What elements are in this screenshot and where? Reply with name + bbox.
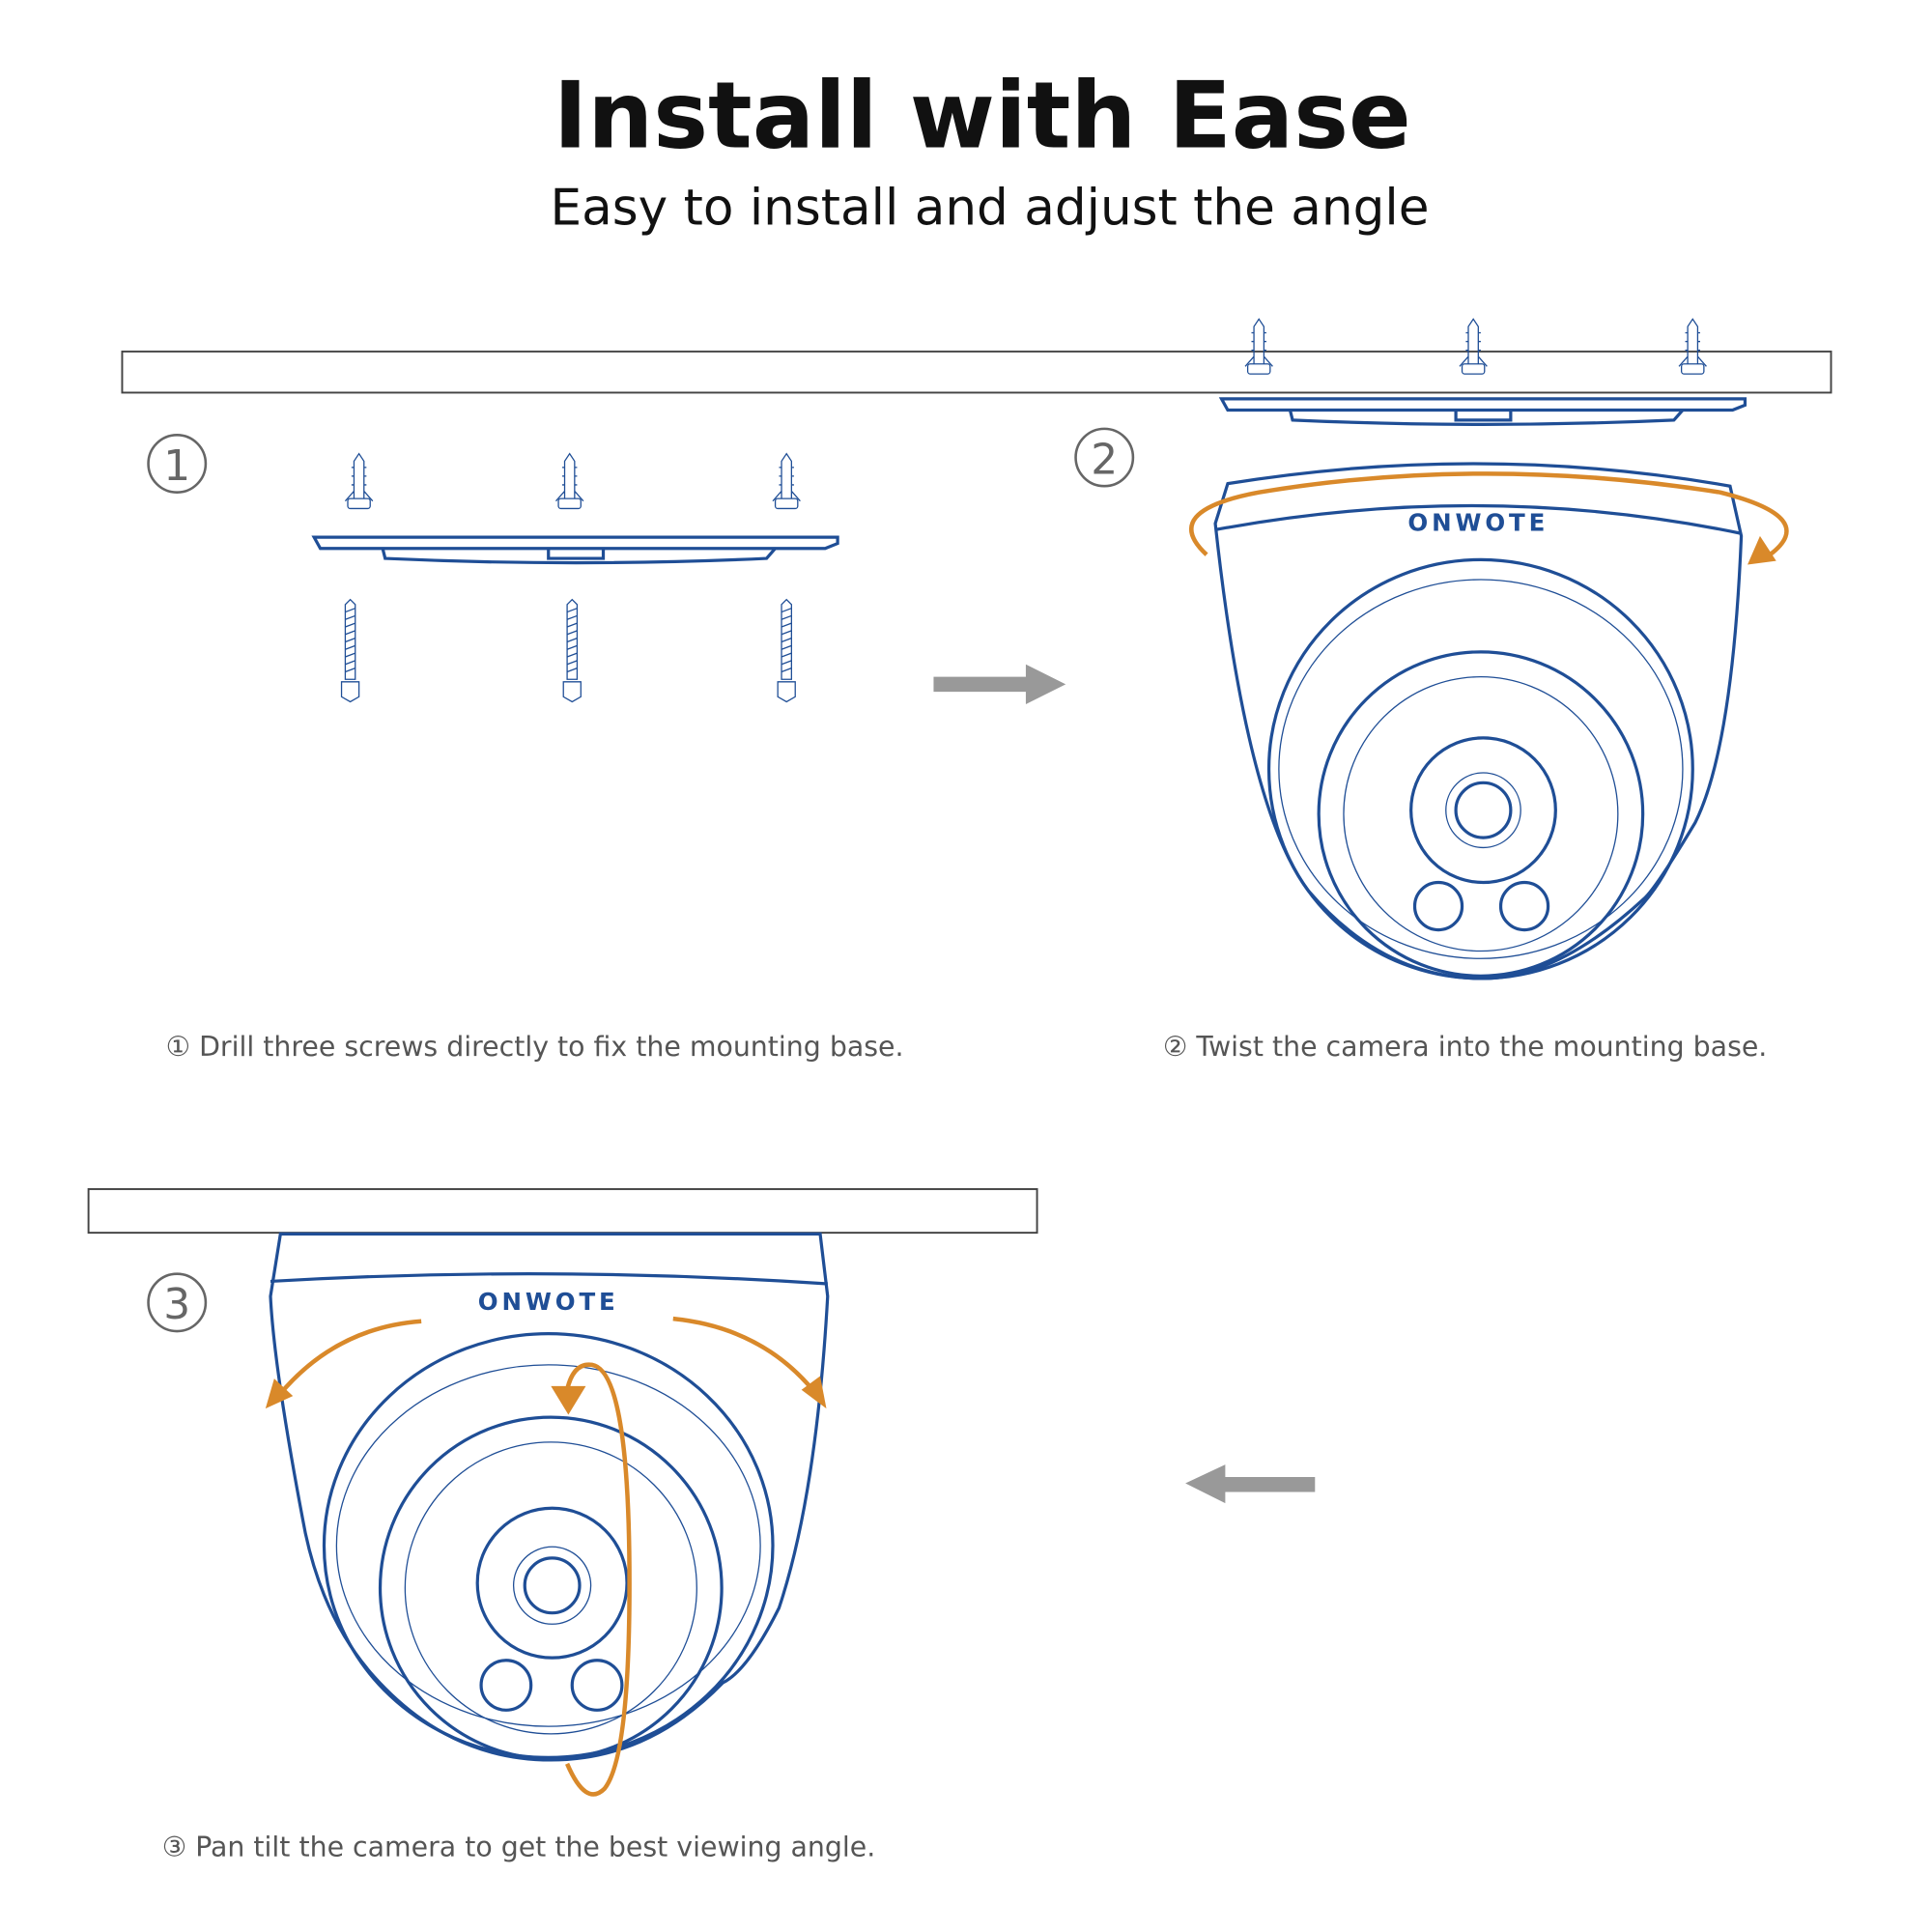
screw-icon bbox=[562, 598, 582, 703]
step-3-number: 3 bbox=[163, 1280, 190, 1329]
wall-anchor-icon bbox=[772, 453, 802, 510]
arrowhead-icon bbox=[801, 1376, 827, 1409]
step-3-caption: ③ Pan tilt the camera to get the best vi… bbox=[162, 1831, 876, 1862]
ceiling-top bbox=[121, 350, 1833, 394]
mounting-base-icon bbox=[1219, 397, 1747, 426]
step-2-caption: ② Twist the camera into the mounting bas… bbox=[1163, 1031, 1767, 1063]
arrowhead-icon bbox=[551, 1385, 586, 1415]
step-1-number: 1 bbox=[163, 441, 190, 491]
step-2-badge bbox=[1074, 427, 1135, 488]
rotation-arrow bbox=[1189, 471, 1789, 556]
step-2: 2 ONWOTE ② Twist the camera into the mou… bbox=[1074, 318, 1789, 1063]
rotation-arrowhead-icon bbox=[1747, 535, 1776, 565]
pan-right-arrow bbox=[672, 1316, 815, 1392]
arrow-left-icon bbox=[1185, 1464, 1316, 1504]
step-3: 3 ONWOTE ③ Pan tilt the camera to get th… bbox=[147, 1232, 876, 1862]
dome-camera: ONWOTE bbox=[269, 1232, 830, 1762]
wall-anchor-icon bbox=[344, 453, 374, 510]
arrowhead-icon bbox=[265, 1378, 294, 1409]
camera-brand: ONWOTE bbox=[478, 1288, 619, 1316]
wall-anchor-icon bbox=[554, 453, 584, 510]
step-1-badge bbox=[147, 434, 208, 494]
screw-icon bbox=[777, 598, 796, 703]
page-title: Install with Ease bbox=[554, 61, 1411, 169]
step-2-number: 2 bbox=[1091, 435, 1118, 484]
dome-camera: ONWOTE bbox=[1213, 462, 1744, 980]
step-3-badge bbox=[147, 1272, 208, 1333]
tilt-arrow bbox=[564, 1362, 632, 1797]
page-subtitle: Easy to install and adjust the angle bbox=[551, 179, 1430, 237]
wall-anchor-icon bbox=[1244, 318, 1274, 375]
step-1-caption: ① Drill three screws directly to fix the… bbox=[166, 1031, 904, 1063]
arrow-right-icon bbox=[933, 664, 1066, 705]
camera-brand: ONWOTE bbox=[1407, 509, 1548, 537]
mounting-base-icon bbox=[312, 535, 839, 565]
pan-left-arrow bbox=[278, 1319, 422, 1396]
step-1: 1 ① Drill three screws directly to fix t… bbox=[147, 434, 904, 1063]
wall-anchor-icon bbox=[1678, 318, 1708, 375]
screw-icon bbox=[340, 598, 360, 703]
ceiling-bottom bbox=[87, 1188, 1038, 1235]
wall-anchor-icon bbox=[1459, 318, 1489, 375]
